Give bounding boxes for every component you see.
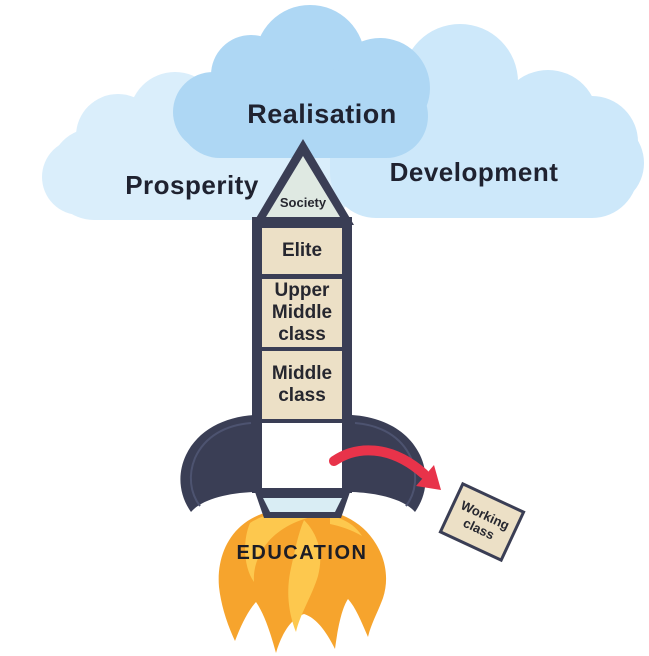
stage-label-upper-middle-class: Upper Middle class (262, 279, 342, 347)
stage-label-line: class (278, 385, 326, 406)
stage-panel-upper-middle (262, 279, 342, 347)
stage-label-line: Elite (281, 240, 323, 261)
stage-label-middle-class: Middle class (262, 351, 342, 419)
stage-label-line: Middle (271, 302, 333, 323)
stage-label-line: class (278, 324, 326, 345)
rocket-nozzle-fill (263, 498, 342, 512)
ejection-arrow-icon (329, 445, 441, 490)
stage-label-line: Middle (271, 363, 333, 384)
flame-inner-spark (330, 516, 362, 536)
cloud-label-realisation: Realisation (247, 99, 397, 129)
stage-panel-vacated (262, 423, 342, 488)
fin-left-accent-line (189, 422, 252, 507)
flame-inner-crescent (245, 511, 320, 582)
stage-panel-middle (262, 351, 342, 419)
cloud-front (173, 5, 430, 158)
fin-right-accent-line (354, 422, 417, 507)
cloud-label-prosperity: Prosperity (125, 170, 259, 200)
rocket-fin-left (180, 415, 254, 512)
nose-label-society: Society (279, 195, 327, 210)
stage-panel-elite (262, 228, 342, 274)
rocket-fin-right (352, 415, 426, 512)
cloud-label-development: Development (389, 157, 559, 187)
stage-label-elite: Elite (262, 228, 342, 274)
flame-inner-drip (288, 520, 321, 632)
rocket-nose-fill (266, 156, 340, 217)
flame-label-education: EDUCATION (236, 542, 368, 564)
stage-label-line: Upper (274, 280, 330, 301)
